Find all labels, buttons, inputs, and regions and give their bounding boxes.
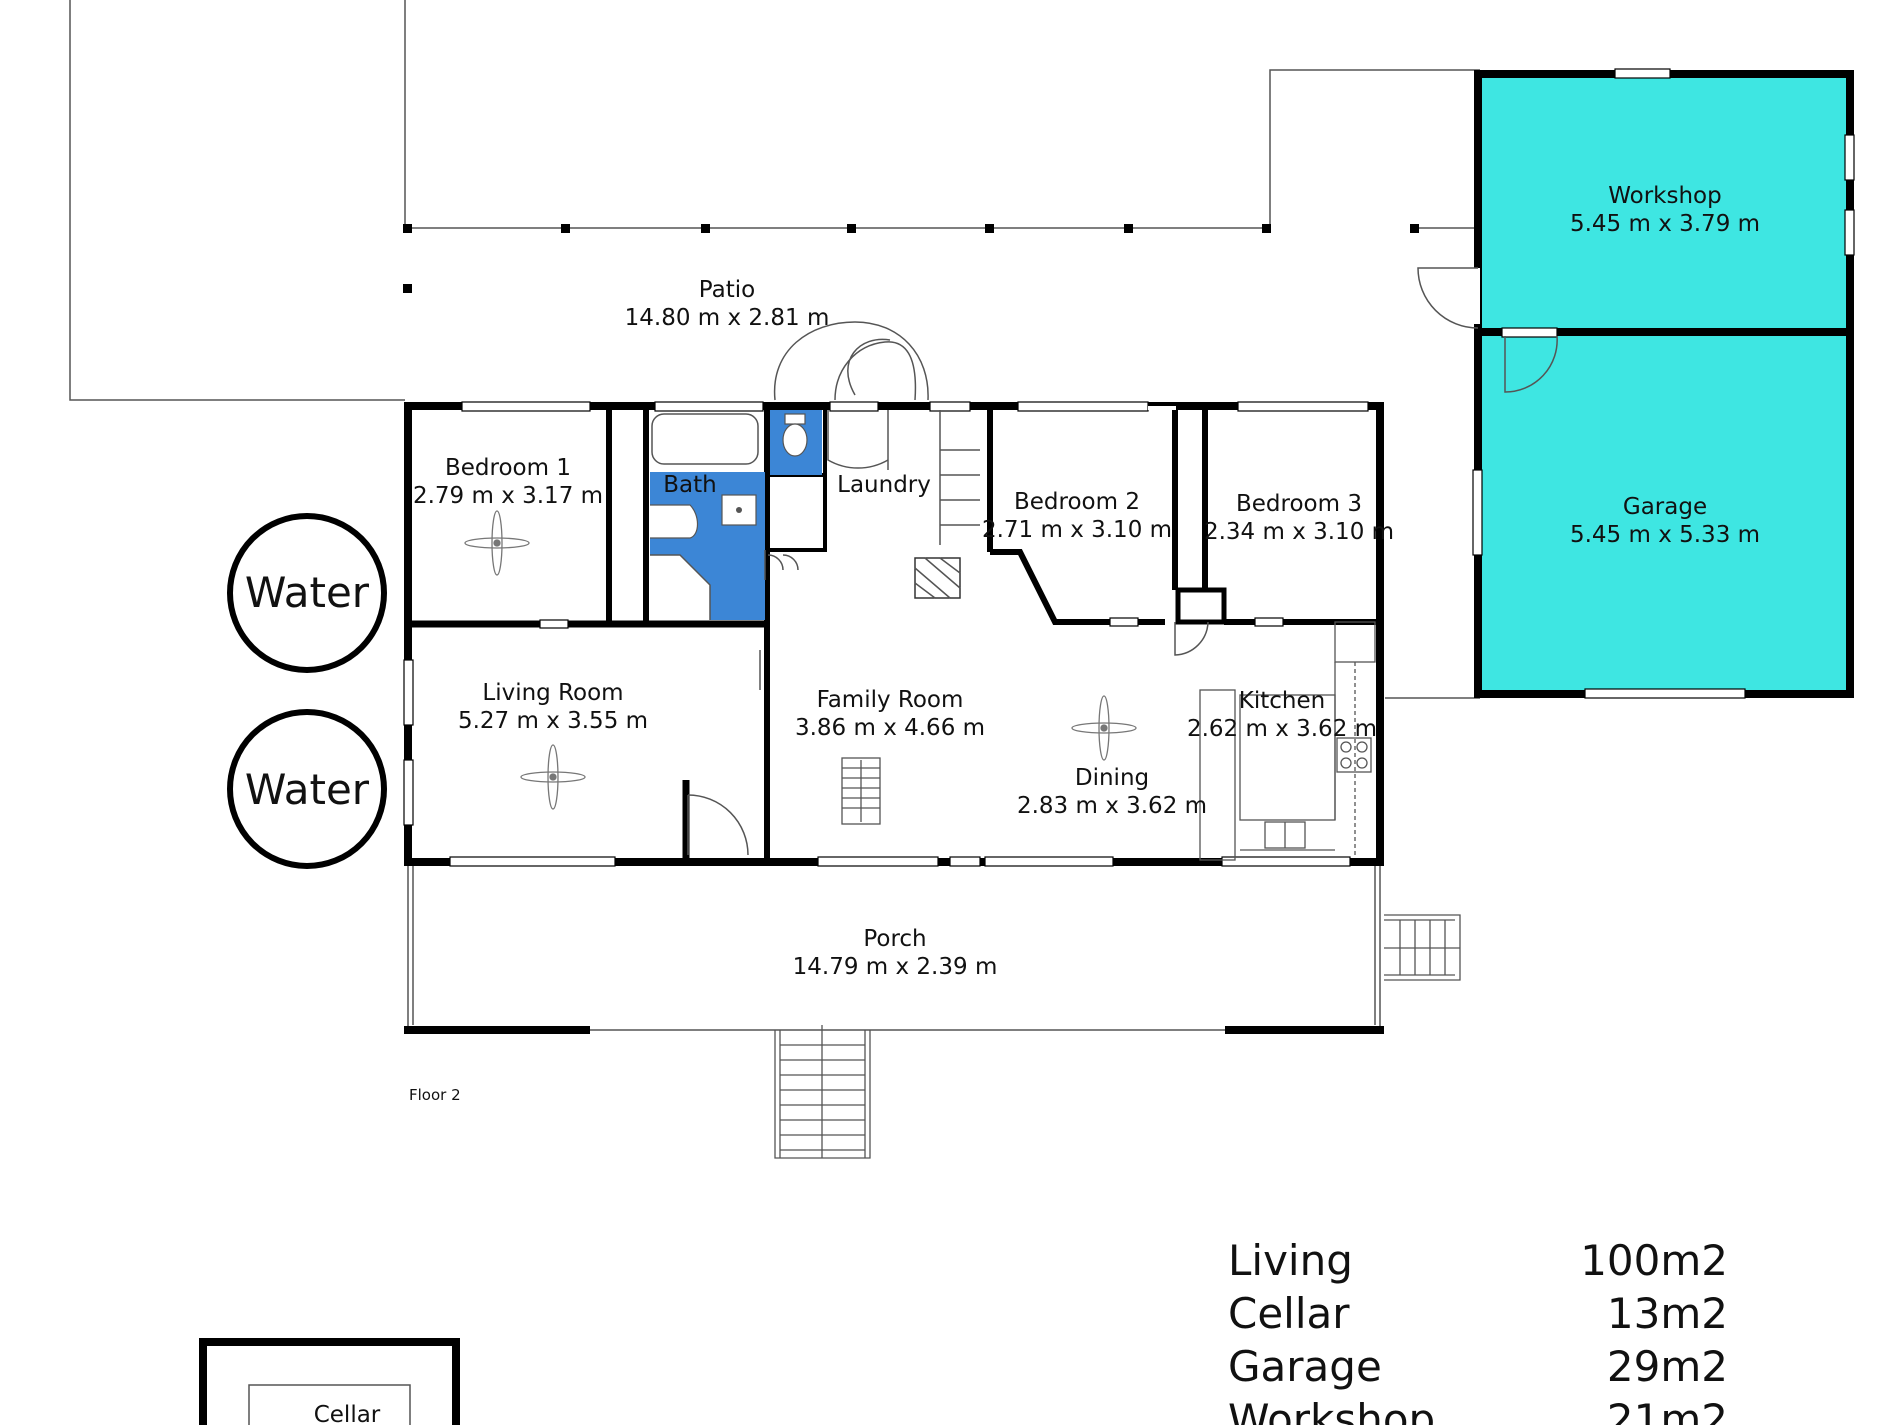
garage-fill [1478, 336, 1850, 694]
laundry-fixtures [764, 410, 980, 599]
kitchen-name: Kitchen [1239, 688, 1325, 714]
living-dims: 5.27 m x 3.55 m [458, 708, 648, 734]
patio-posts [403, 224, 1419, 293]
ceiling-fans [464, 510, 1137, 810]
room-labels: Patio 14.80 m x 2.81 m Bedroom 1 2.79 m … [245, 183, 1760, 1425]
area-value-living: 100m2 [1580, 1236, 1728, 1285]
water-tanks [227, 513, 387, 869]
area-label-garage: Garage [1228, 1342, 1382, 1391]
family-dims: 3.86 m x 4.66 m [795, 715, 985, 741]
bedroom2-name: Bedroom 2 [1014, 489, 1140, 515]
family-stair [841, 757, 881, 825]
porch-outline [407, 866, 1381, 1030]
cellar [199, 1338, 460, 1425]
floor-label: Floor 2 [409, 1086, 461, 1104]
family-name: Family Room [817, 687, 964, 713]
workshop-dims: 5.45 m x 3.79 m [1570, 211, 1760, 237]
area-label-living: Living [1228, 1236, 1353, 1285]
workshop-fill [1478, 74, 1850, 330]
cellar-name: Cellar [314, 1402, 381, 1425]
wet-areas [650, 410, 822, 620]
bedroom1-name: Bedroom 1 [445, 455, 571, 481]
kitchen-dims: 2.62 m x 3.62 m [1187, 716, 1377, 742]
bedroom3-name: Bedroom 3 [1236, 491, 1362, 517]
patio-dims: 14.80 m x 2.81 m [625, 305, 830, 331]
area-label-workshop: Workshop [1228, 1395, 1435, 1425]
area-value-workshop: 21m2 [1607, 1395, 1728, 1425]
garage-name: Garage [1623, 494, 1707, 520]
dining-dims: 2.83 m x 3.62 m [1017, 793, 1207, 819]
living-name: Living Room [482, 680, 623, 706]
dining-name: Dining [1075, 765, 1149, 791]
area-table: Living 100m2 Cellar 13m2 Garage 29m2 Wor… [1228, 1236, 1728, 1425]
bedroom1-dims: 2.79 m x 3.17 m [413, 483, 603, 509]
garage-dims: 5.45 m x 5.33 m [1570, 522, 1760, 548]
side-stairs [1384, 914, 1461, 981]
house-windows [403, 401, 1369, 867]
water-tank-2 [227, 709, 387, 869]
area-value-garage: 29m2 [1607, 1342, 1728, 1391]
workshop-name: Workshop [1608, 183, 1721, 209]
interior-doors [687, 554, 1209, 856]
kitchen-fixtures [1199, 621, 1376, 861]
water-tank-1 [227, 513, 387, 673]
water-label-2: Water [245, 765, 370, 814]
laundry-name: Laundry [837, 472, 931, 498]
porch-dims: 14.79 m x 2.39 m [793, 954, 998, 980]
bedroom2-dims: 2.71 m x 3.10 m [982, 517, 1172, 543]
area-label-cellar: Cellar [1228, 1289, 1350, 1338]
porch-name: Porch [863, 926, 926, 952]
bath-name: Bath [663, 472, 716, 498]
patio-name: Patio [699, 277, 755, 303]
outbuildings [1417, 68, 1855, 699]
water-label-1: Water [245, 568, 370, 617]
area-value-cellar: 13m2 [1607, 1289, 1728, 1338]
spiral-stair [773, 321, 929, 401]
front-stairs [774, 1025, 871, 1159]
bedroom3-dims: 2.34 m x 3.10 m [1204, 519, 1394, 545]
